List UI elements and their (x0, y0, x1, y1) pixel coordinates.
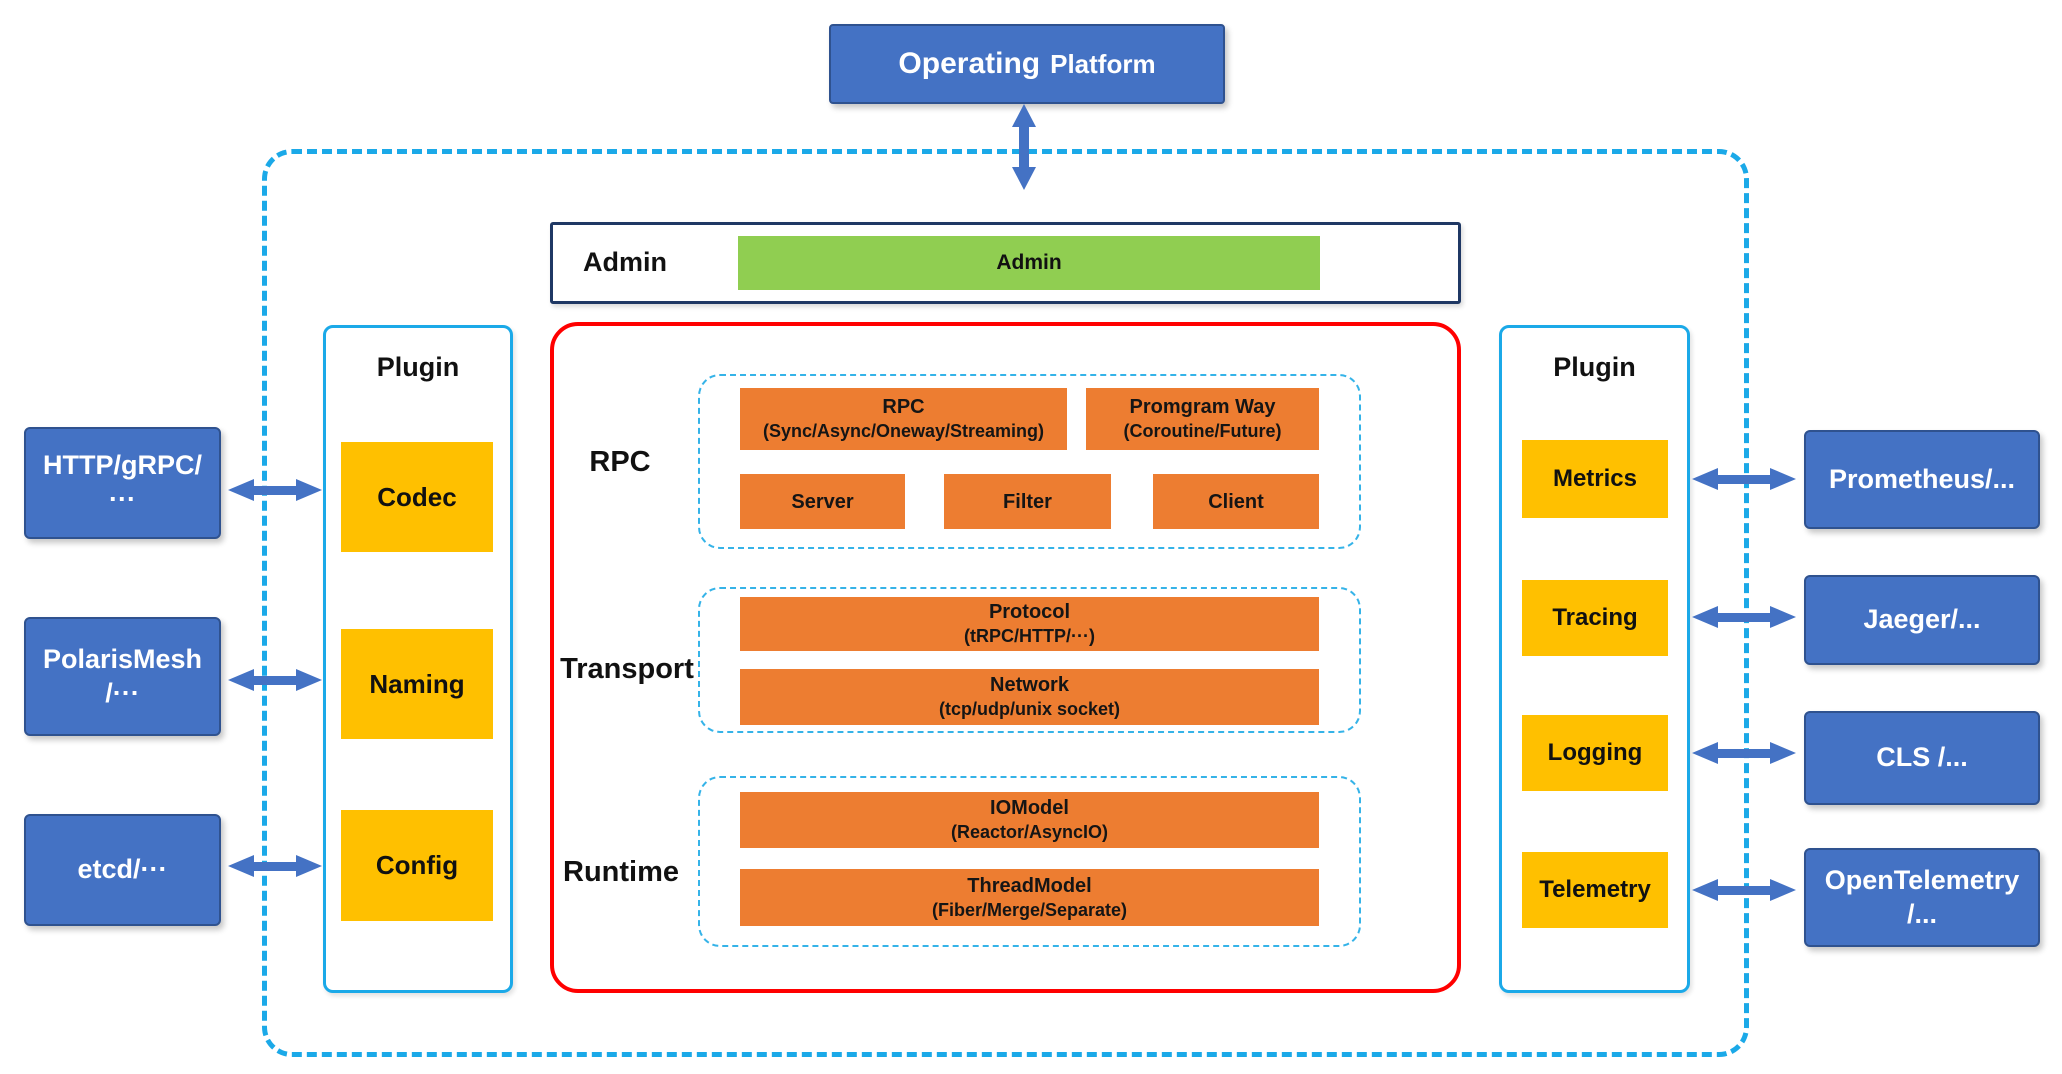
arrow-polarismesh-naming (228, 669, 322, 691)
platform-admin-arrow (1011, 104, 1037, 190)
arrow-down-icon (1012, 167, 1036, 190)
arrow-right-icon (296, 479, 322, 501)
network-box: Network (tcp/udp/unix socket) (740, 669, 1319, 725)
rpc-modes-box: RPC (Sync/Async/Oneway/Streaming) (740, 388, 1067, 450)
arrow-left-icon (228, 479, 254, 501)
runtime-group (698, 776, 1361, 947)
plugin-panel-right-title: Plugin (1553, 352, 1636, 382)
arrow-right-icon (296, 669, 322, 691)
plugin-item-naming: Naming (341, 629, 493, 739)
arrow-right-icon (1770, 879, 1796, 901)
arrow-telemetry-opentelemetry (1692, 879, 1796, 901)
plugin-item-metrics: Metrics (1522, 440, 1668, 518)
arrow-right-icon (1770, 468, 1796, 490)
arrow-right-icon (1770, 606, 1796, 628)
arrow-etcd-config (228, 855, 322, 877)
protocol-box: Protocol (tRPC/HTTP/···) (740, 597, 1319, 651)
external-etcd-box: etcd/··· (24, 814, 221, 926)
iomodel-box: IOModel (Reactor/AsyncIO) (740, 792, 1319, 848)
arrow-up-icon (1012, 104, 1036, 127)
external-polarismesh-box: PolarisMesh /··· (24, 617, 221, 736)
filter-box: Filter (944, 474, 1111, 529)
arrow-right-icon (1770, 742, 1796, 764)
arrow-left-icon (228, 669, 254, 691)
admin-bar-label: Admin (996, 251, 1062, 274)
rpc-group (698, 374, 1361, 549)
arrow-left-icon (1692, 606, 1718, 628)
section-label-runtime: Runtime (563, 856, 679, 888)
arrow-left-icon (1692, 468, 1718, 490)
section-label-rpc: RPC (589, 446, 651, 478)
section-label-transport: Transport (560, 653, 694, 685)
server-box: Server (740, 474, 905, 529)
plugin-panel-left-title: Plugin (376, 352, 460, 382)
plugin-item-logging: Logging (1522, 715, 1668, 791)
operating-platform-box: Operating Platform (829, 24, 1225, 104)
operating-platform-label: Operating Platform (898, 47, 1156, 81)
plugin-item-config: Config (341, 810, 493, 921)
arrow-left-icon (1692, 879, 1718, 901)
external-cls-box: CLS /... (1804, 711, 2040, 805)
arrow-metrics-prometheus (1692, 468, 1796, 490)
transport-group (698, 587, 1361, 733)
plugin-item-codec: Codec (341, 442, 493, 552)
threadmodel-box: ThreadModel (Fiber/Merge/Separate) (740, 869, 1319, 926)
admin-bar: Admin (738, 236, 1320, 290)
plugin-item-tracing: Tracing (1522, 580, 1668, 656)
arrow-tracing-jaeger (1692, 606, 1796, 628)
external-prometheus-box: Prometheus/... (1804, 430, 2040, 529)
external-jaeger-box: Jaeger/... (1804, 575, 2040, 665)
admin-section-label: Admin (583, 247, 667, 277)
arrow-left-icon (228, 855, 254, 877)
external-http-grpc-box: HTTP/gRPC/ ··· (24, 427, 221, 539)
arrow-logging-cls (1692, 742, 1796, 764)
framework-boundary (262, 149, 1749, 1057)
client-box: Client (1153, 474, 1319, 529)
program-way-box: Promgram Way (Coroutine/Future) (1086, 388, 1319, 450)
plugin-item-telemetry: Telemetry (1522, 852, 1668, 928)
external-opentelemetry-box: OpenTelemetry /... (1804, 848, 2040, 947)
arrow-http-codec (228, 479, 322, 501)
arrow-left-icon (1692, 742, 1718, 764)
arrow-right-icon (296, 855, 322, 877)
admin-section: Admin Admin (550, 222, 1461, 304)
